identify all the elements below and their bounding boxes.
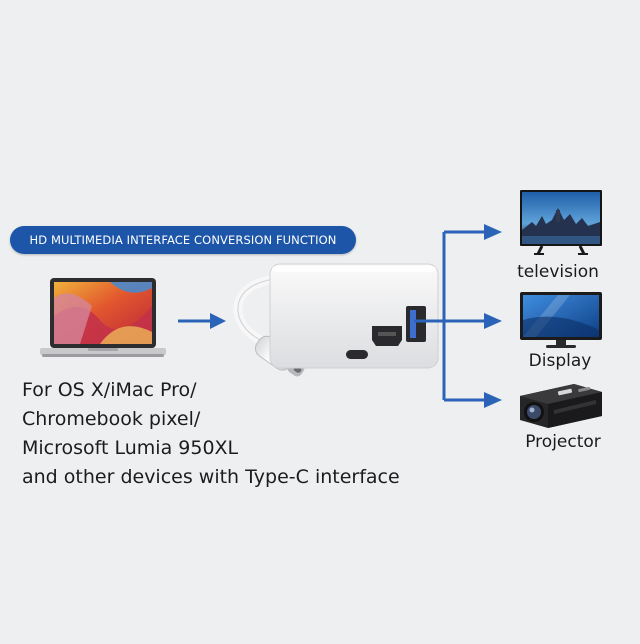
description-line: Microsoft Lumia 950XL [22, 437, 239, 459]
feature-banner: HD MULTIMEDIA INTERFACE CONVERSION FUNCT… [10, 226, 356, 254]
description-line: For OS X/iMac Pro/ [22, 379, 197, 401]
laptop-icon [40, 276, 166, 360]
description-line: Chromebook pixel/ [22, 408, 201, 430]
device-label-television: television [517, 262, 599, 282]
monitor-icon [518, 290, 604, 350]
television-icon [518, 186, 604, 258]
usb-c-adapter-icon [226, 260, 440, 386]
device-label-display: Display [528, 351, 592, 371]
compatibility-description: For OS X/iMac Pro/ Chromebook pixel/ Mic… [22, 376, 462, 492]
device-label-projector: Projector [525, 432, 601, 452]
projector-icon [514, 378, 606, 432]
description-line: and other devices with Type-C interface [22, 466, 400, 488]
